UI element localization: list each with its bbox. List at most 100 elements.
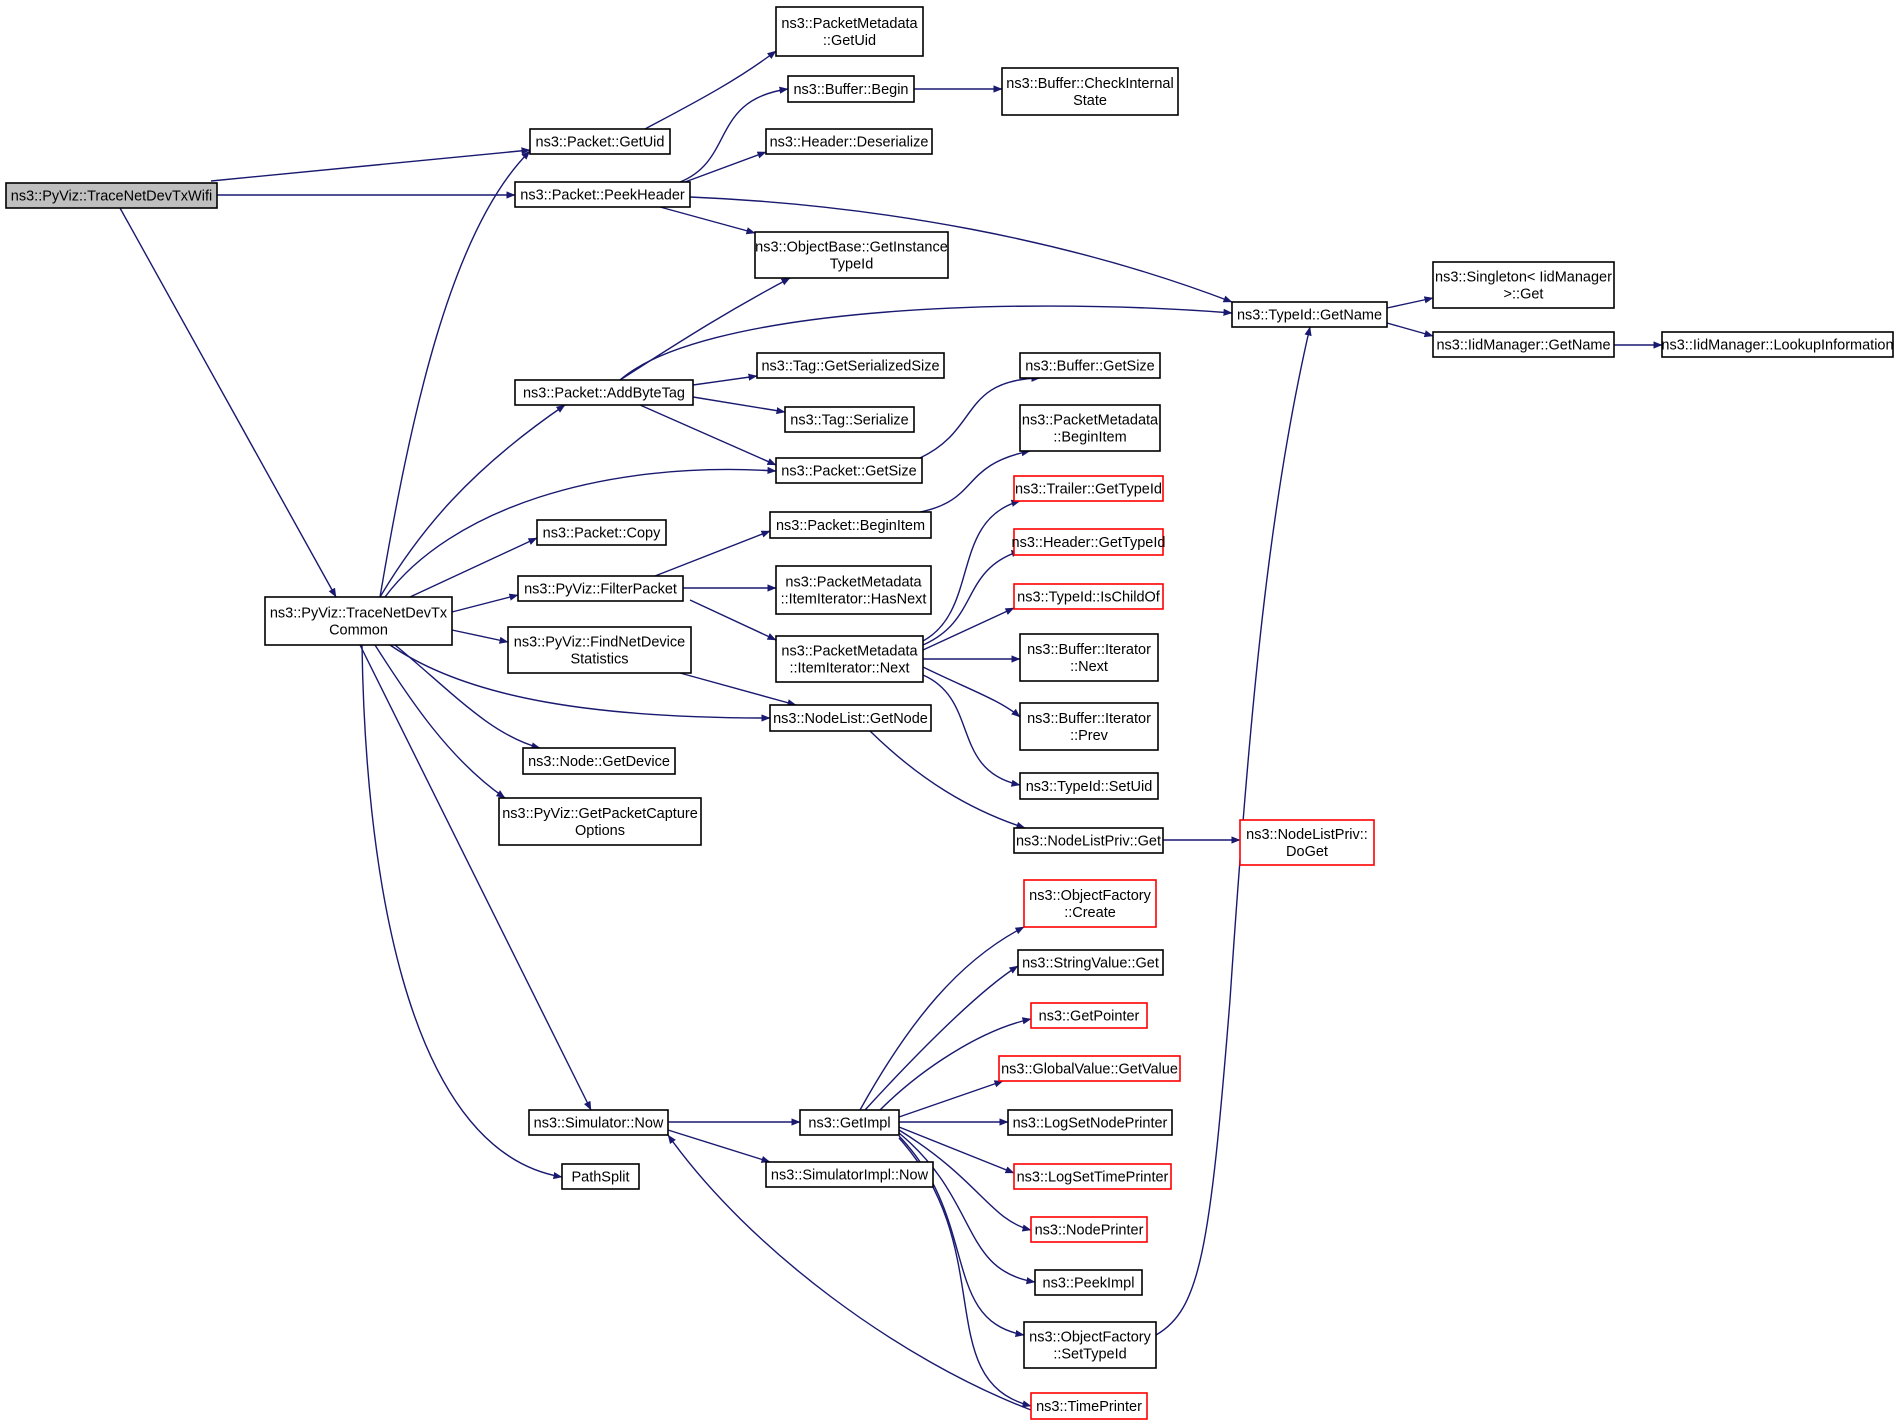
node-box <box>775 457 923 484</box>
node-ns3-nodelistpriv-doget[interactable]: ns3::NodeListPriv::DoGet <box>1239 819 1375 866</box>
node-ns3-logsettimeprinter[interactable]: ns3::LogSetTimePrinter <box>1013 1163 1172 1190</box>
node-ns3-packetmetadata-itemiterator-hasnext[interactable]: ns3::PacketMetadata::ItemIterator::HasNe… <box>775 565 932 615</box>
node-box <box>529 128 671 155</box>
node-ns3-packetmetadata-itemiterator-next[interactable]: ns3::PacketMetadata::ItemIterator::Next <box>775 635 924 683</box>
node-box <box>1034 1269 1143 1296</box>
node-ns3-buffer-iterator-prev[interactable]: ns3::Buffer::Iterator::Prev <box>1019 702 1159 751</box>
edge-n0-n3 <box>119 207 337 598</box>
edge-n37-n43 <box>898 1080 1004 1118</box>
node-label: ns3::Header::Deserialize <box>770 135 929 151</box>
node-label: ns3::NodeList::GetNode <box>773 711 928 727</box>
node-ns3-packetmetadata-getuid[interactable]: ns3::PacketMetadata::GetUid <box>775 6 924 57</box>
node-label: ns3::Buffer::GetSize <box>1025 359 1155 375</box>
node-ns3-node-getdevice[interactable]: ns3::Node::GetDevice <box>522 747 676 775</box>
node-label: ns3::NodeListPriv:: <box>1246 827 1368 843</box>
node-ns3-simulator-now[interactable]: ns3::Simulator::Now <box>528 1109 669 1136</box>
nodes-layer: ns3::PyViz::TraceNetDevTxWifins3::Packet… <box>5 6 1894 1420</box>
node-label: ns3::PacketMetadata <box>785 575 922 591</box>
node-box <box>787 75 915 103</box>
node-box <box>784 406 915 433</box>
node-box <box>775 6 924 57</box>
node-box <box>1019 404 1161 452</box>
edge-n13-n14 <box>692 373 758 386</box>
edge-n37-n41 <box>864 965 1019 1111</box>
edge-n20-n23 <box>689 599 777 641</box>
node-ns3-trailer-gettypeid[interactable]: ns3::Trailer::GetTypeId <box>1013 475 1164 502</box>
node-box <box>1013 1163 1172 1190</box>
node-ns3-pyviz-filterpacket[interactable]: ns3::PyViz::FilterPacket <box>517 575 684 602</box>
node-ns3-packet-getuid[interactable]: ns3::Packet::GetUid <box>529 128 671 155</box>
node-ns3-typeid-ischildof[interactable]: ns3::TypeId::IsChildOf <box>1013 583 1164 610</box>
node-ns3-pyviz-tracenetdevtxwifi[interactable]: ns3::PyViz::TraceNetDevTxWifi <box>5 182 218 209</box>
node-label: ::Next <box>1070 659 1108 675</box>
node-box <box>1023 1321 1157 1369</box>
node-ns3-header-gettypeid[interactable]: ns3::Header::GetTypeId <box>1012 528 1166 556</box>
node-box <box>1030 1392 1148 1420</box>
edge-n2-n5 <box>679 86 789 183</box>
node-ns3-nodelistpriv-get[interactable]: ns3::NodeListPriv::Get <box>1013 827 1164 854</box>
node-label: ns3::ObjectBase::GetInstance <box>755 240 948 256</box>
edge-n13-n16 <box>639 404 777 466</box>
node-box <box>514 379 694 406</box>
node-ns3-iidmanager-getname[interactable]: ns3::IidManager::GetName <box>1432 331 1615 358</box>
node-ns3-peekimpl[interactable]: ns3::PeekImpl <box>1034 1269 1143 1296</box>
node-ns3-iidmanager-lookupinformation[interactable]: ns3::IidManager::LookupInformation <box>1661 331 1894 358</box>
node-ns3-typeid-setuid[interactable]: ns3::TypeId::SetUid <box>1019 772 1159 800</box>
node-ns3-timeprinter[interactable]: ns3::TimePrinter <box>1030 1392 1148 1420</box>
node-box <box>1661 331 1894 358</box>
node-label: ns3::Header::GetTypeId <box>1012 535 1166 551</box>
node-ns3-packet-getsize[interactable]: ns3::Packet::GetSize <box>775 457 923 484</box>
node-ns3-tag-getserializedsize[interactable]: ns3::Tag::GetSerializedSize <box>756 352 945 379</box>
edge-n0-n1 <box>210 147 531 182</box>
node-ns3-packet-addbytetag[interactable]: ns3::Packet::AddByteTag <box>514 379 694 406</box>
node-label: ns3::LogSetNodePrinter <box>1013 1116 1168 1132</box>
node-label: ns3::Packet::GetSize <box>781 464 916 480</box>
node-box <box>1017 949 1164 976</box>
node-label: ns3::StringValue::Get <box>1022 956 1159 972</box>
node-ns3-stringvalue-get[interactable]: ns3::StringValue::Get <box>1017 949 1164 976</box>
node-label: ns3::Tag::GetSerializedSize <box>761 359 939 375</box>
edge-n3-n16 <box>384 466 777 598</box>
node-ns3-buffer-iterator-next[interactable]: ns3::Buffer::Iterator::Next <box>1019 633 1159 682</box>
node-box <box>1432 261 1615 309</box>
node-ns3-packetmetadata-beginitem[interactable]: ns3::PacketMetadata::BeginItem <box>1019 404 1161 452</box>
node-label: ns3::PacketMetadata <box>781 16 918 32</box>
edge-n3-n30 <box>451 629 509 644</box>
edge-n2-n9 <box>689 196 1233 303</box>
node-ns3-getpointer[interactable]: ns3::GetPointer <box>1030 1002 1148 1029</box>
node-label: ns3::Singleton< IidManager <box>1435 270 1612 286</box>
edge-n3-n31 <box>389 644 771 722</box>
node-ns3-packet-copy[interactable]: ns3::Packet::Copy <box>536 519 667 546</box>
node-ns3-nodelist-getnode[interactable]: ns3::NodeList::GetNode <box>769 704 932 732</box>
edge-n23-n25 <box>922 550 1021 646</box>
node-ns3-buffer-getsize[interactable]: ns3::Buffer::GetSize <box>1019 352 1161 379</box>
node-ns3-objectfactory-create[interactable]: ns3::ObjectFactory::Create <box>1023 879 1157 928</box>
node-pathsplit[interactable]: PathSplit <box>561 1163 640 1190</box>
node-ns3-packet-beginitem[interactable]: ns3::Packet::BeginItem <box>769 511 932 539</box>
node-label: ns3::Simulator::Now <box>534 1116 664 1132</box>
node-box <box>775 565 932 615</box>
node-ns3-logsetnodeprinter[interactable]: ns3::LogSetNodePrinter <box>1007 1109 1173 1136</box>
node-ns3-typeid-getname[interactable]: ns3::TypeId::GetName <box>1231 301 1388 328</box>
edge-n23-n26 <box>922 607 1015 651</box>
edge-n13-n9 <box>619 305 1233 381</box>
node-ns3-packet-peekheader[interactable]: ns3::Packet::PeekHeader <box>514 181 691 208</box>
node-label: ns3::PyViz::FilterPacket <box>524 582 677 598</box>
node-ns3-simulatorimpl-now[interactable]: ns3::SimulatorImpl::Now <box>765 1161 934 1188</box>
node-ns3-buffer-begin[interactable]: ns3::Buffer::Begin <box>787 75 915 103</box>
node-ns3-getimpl[interactable]: ns3::GetImpl <box>799 1109 900 1136</box>
node-ns3-globalvalue-getvalue[interactable]: ns3::GlobalValue::GetValue <box>998 1055 1181 1082</box>
node-ns3-singleton-iidmanager-get[interactable]: ns3::Singleton< IidManager >::Get <box>1432 261 1615 309</box>
node-ns3-objectfactory-settypeid[interactable]: ns3::ObjectFactory::SetTypeId <box>1023 1321 1157 1369</box>
node-ns3-header-deserialize[interactable]: ns3::Header::Deserialize <box>765 128 933 155</box>
edge-n3-n39 <box>361 644 563 1180</box>
node-ns3-tag-serialize[interactable]: ns3::Tag::Serialize <box>784 406 915 433</box>
node-label: ns3::Packet::AddByteTag <box>523 386 685 402</box>
node-box <box>765 1161 934 1188</box>
node-ns3-nodeprinter[interactable]: ns3::NodePrinter <box>1030 1216 1148 1243</box>
